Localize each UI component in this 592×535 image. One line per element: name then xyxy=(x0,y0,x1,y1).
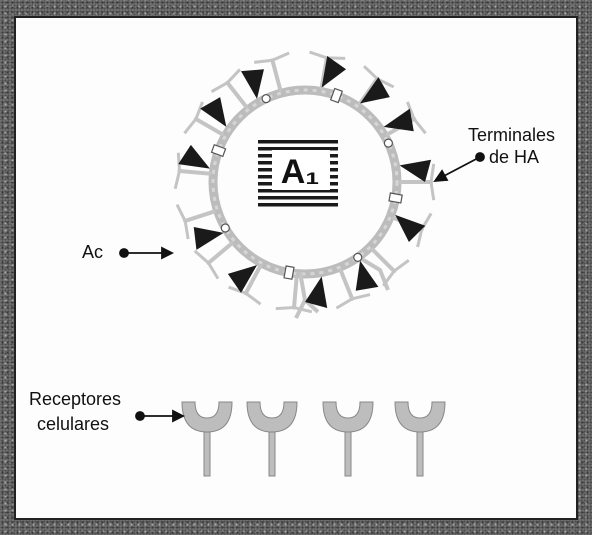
antibody-mark xyxy=(400,160,432,182)
ha-spike-tip xyxy=(211,69,240,91)
receptor-stem xyxy=(269,432,275,476)
ha-spike xyxy=(294,278,297,308)
receptor-head xyxy=(395,402,445,432)
cell-receptors xyxy=(182,402,445,476)
receptor-stem xyxy=(345,432,351,476)
ha-spike xyxy=(196,119,222,134)
ha-spike xyxy=(208,244,231,263)
label-ha-terminals-line2: de HA xyxy=(489,147,539,167)
ha-spike-tip xyxy=(254,53,289,62)
label-ha-terminals-line1: Terminales xyxy=(468,125,555,145)
ha-spike xyxy=(341,271,352,299)
label-antibody: Ac xyxy=(82,242,103,262)
ha-spike-tip xyxy=(229,287,261,304)
ha-spike xyxy=(179,171,209,174)
label-receptors-line2: celulares xyxy=(37,414,109,434)
receptor-head xyxy=(323,402,373,432)
envelope-protein xyxy=(389,193,402,203)
receptor-head xyxy=(182,402,232,432)
genome-stripe xyxy=(258,203,338,207)
ha-spike-tip xyxy=(195,251,218,279)
ha-spike-tip xyxy=(276,308,312,312)
ha-spike-tip xyxy=(175,153,179,189)
ha-spike xyxy=(272,60,280,89)
genome-label: A₁ xyxy=(281,153,320,191)
antibody-mark xyxy=(178,145,210,169)
antibody-mark xyxy=(384,109,414,132)
receptor-stem xyxy=(417,432,423,476)
genome-stripe xyxy=(258,147,338,151)
antibody-mark xyxy=(194,227,224,250)
ha-spike-tip xyxy=(184,102,202,133)
envelope-protein xyxy=(284,266,294,279)
envelope-protein xyxy=(221,224,229,232)
genome-stripe xyxy=(258,196,338,200)
antibody-mark xyxy=(241,69,264,99)
envelope-protein xyxy=(262,95,270,103)
genome-stripe xyxy=(258,140,338,144)
envelope-protein xyxy=(354,253,362,261)
receptor-stem xyxy=(204,432,210,476)
ha-spike-tip xyxy=(177,205,188,239)
receptor-head xyxy=(247,402,297,432)
arrow-receptors xyxy=(136,411,183,421)
genome-block: A₁ xyxy=(258,140,338,207)
arrow-ac xyxy=(120,248,172,258)
ha-spike xyxy=(185,212,214,221)
envelope-protein xyxy=(384,139,392,147)
ha-spike xyxy=(227,83,245,107)
label-receptors-line1: Receptores xyxy=(29,389,121,409)
arrow-ha-terminals xyxy=(435,153,484,181)
